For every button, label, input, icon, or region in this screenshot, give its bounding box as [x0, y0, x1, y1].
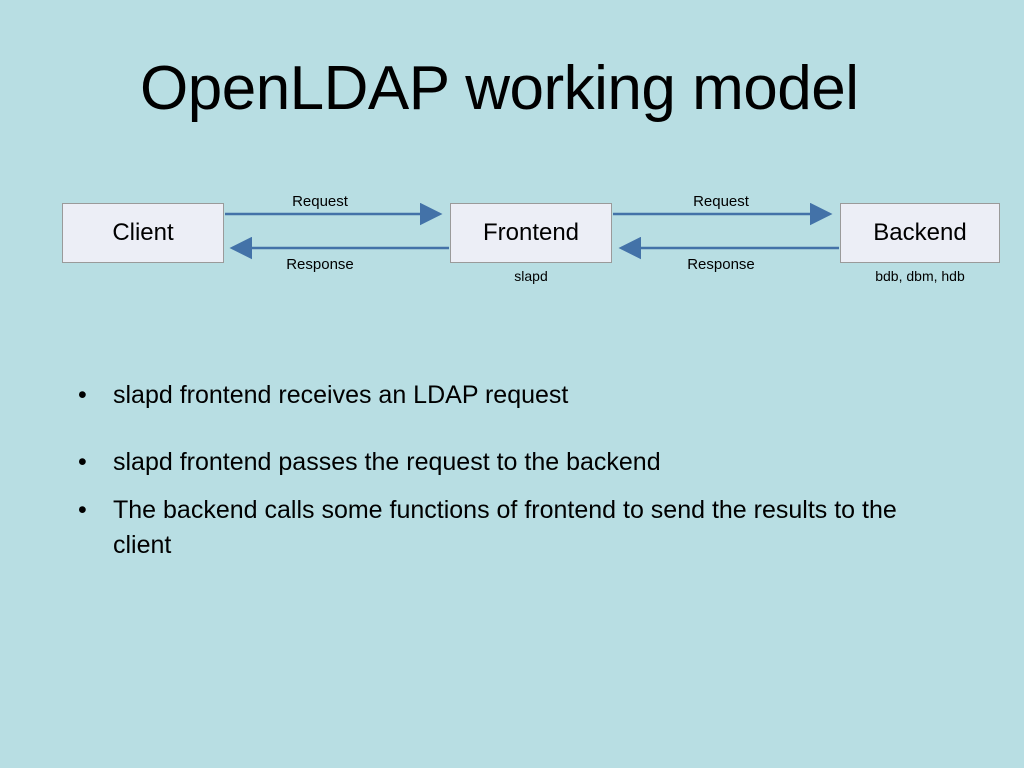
edge-label-client-to-frontend: Request [292, 193, 348, 210]
diagram-node-frontend-caption: slapd [514, 268, 548, 284]
openldap-architecture-diagram: Client Frontend slapd Backend bdb, dbm, … [0, 0, 1024, 300]
list-item-text: slapd frontend passes the request to the… [113, 447, 661, 476]
bullet-list: • slapd frontend receives an LDAP reques… [70, 378, 930, 562]
diagram-node-frontend: Frontend [450, 203, 612, 263]
edge-label-frontend-to-backend: Request [693, 193, 749, 210]
bullet-marker-icon: • [78, 496, 87, 524]
list-item-text: The backend calls some functions of fron… [113, 496, 897, 559]
diagram-node-client: Client [62, 203, 224, 263]
list-item: • slapd frontend passes the request to t… [70, 445, 930, 480]
bullet-marker-icon: • [78, 447, 87, 476]
bullet-marker-icon: • [78, 381, 87, 409]
edge-label-backend-to-frontend: Response [687, 256, 755, 273]
list-item: • The backend calls some functions of fr… [70, 493, 930, 562]
edge-label-frontend-to-client: Response [286, 256, 354, 273]
diagram-node-backend: Backend [840, 203, 1000, 263]
list-item: • slapd frontend receives an LDAP reques… [70, 378, 930, 413]
diagram-node-backend-caption: bdb, dbm, hdb [875, 268, 965, 284]
list-item-text: slapd frontend receives an LDAP request [113, 381, 569, 409]
page-title: OpenLDAP working model [140, 54, 859, 123]
